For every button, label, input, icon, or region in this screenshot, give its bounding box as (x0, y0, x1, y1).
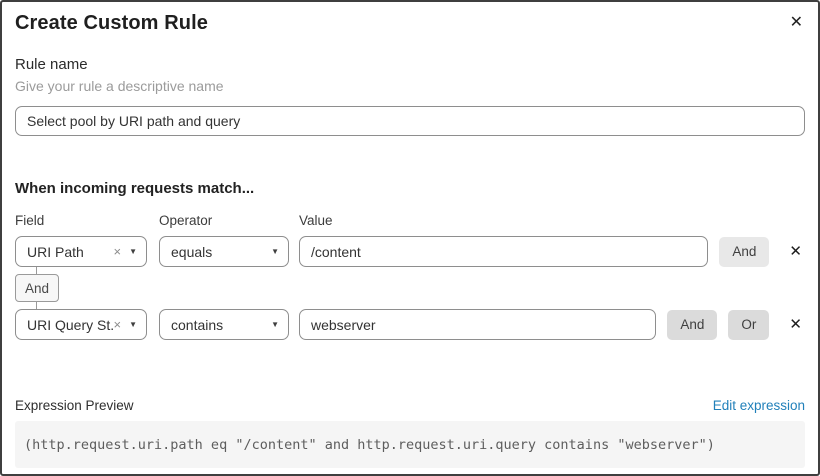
rule-name-helper: Give your rule a descriptive name (15, 78, 224, 94)
chevron-down-icon: ▼ (271, 319, 279, 329)
field-select-value: URI Query St... (27, 316, 114, 333)
value-input[interactable] (299, 236, 709, 267)
or-button[interactable]: Or (728, 309, 770, 340)
condition-row: URI Query St... × ▼ contains ▼ And Or ✕ (15, 309, 805, 340)
rule-name-label: Rule name (15, 56, 88, 73)
operator-select[interactable]: equals ▼ (159, 236, 289, 267)
field-select[interactable]: URI Query St... × ▼ (15, 309, 147, 340)
logic-connector: And (15, 267, 59, 309)
connector-line-top (36, 267, 37, 274)
clear-selection-icon[interactable]: × (113, 244, 122, 259)
rule-name-input[interactable] (15, 106, 805, 136)
chevron-down-icon: ▼ (129, 246, 137, 256)
and-button[interactable]: And (667, 309, 718, 340)
expression-code: (http.request.uri.path eq "/content" and… (15, 421, 805, 468)
field-select-value: URI Path (27, 243, 84, 260)
value-column-label: Value (299, 213, 333, 228)
chevron-down-icon: ▼ (271, 246, 279, 256)
close-icon[interactable]: ✕ (789, 14, 803, 31)
and-button[interactable]: And (719, 236, 770, 267)
field-column-label: Field (15, 213, 45, 228)
clear-selection-icon[interactable]: × (113, 317, 122, 332)
connector-line-bottom (36, 302, 37, 309)
field-select[interactable]: URI Path × ▼ (15, 236, 147, 267)
chevron-down-icon: ▼ (129, 319, 137, 329)
operator-select-value: contains (171, 316, 224, 333)
operator-select[interactable]: contains ▼ (159, 309, 289, 340)
connector-and-badge: And (15, 274, 59, 302)
dialog-title: Create Custom Rule (15, 12, 208, 34)
delete-row-icon[interactable]: ✕ (789, 243, 802, 260)
delete-row-icon[interactable]: ✕ (789, 316, 802, 333)
expression-preview-header: Expression Preview Edit expression (15, 398, 805, 413)
match-heading: When incoming requests match... (15, 180, 255, 197)
edit-expression-link[interactable]: Edit expression (712, 398, 805, 413)
column-labels: Field Operator Value (15, 213, 805, 228)
expression-preview-label: Expression Preview (15, 398, 134, 413)
condition-row: URI Path × ▼ equals ▼ And ✕ (15, 236, 805, 267)
operator-select-value: equals (171, 243, 213, 260)
value-input[interactable] (299, 309, 657, 340)
operator-column-label: Operator (159, 213, 213, 228)
dialog-header: Create Custom Rule ✕ (15, 12, 805, 35)
